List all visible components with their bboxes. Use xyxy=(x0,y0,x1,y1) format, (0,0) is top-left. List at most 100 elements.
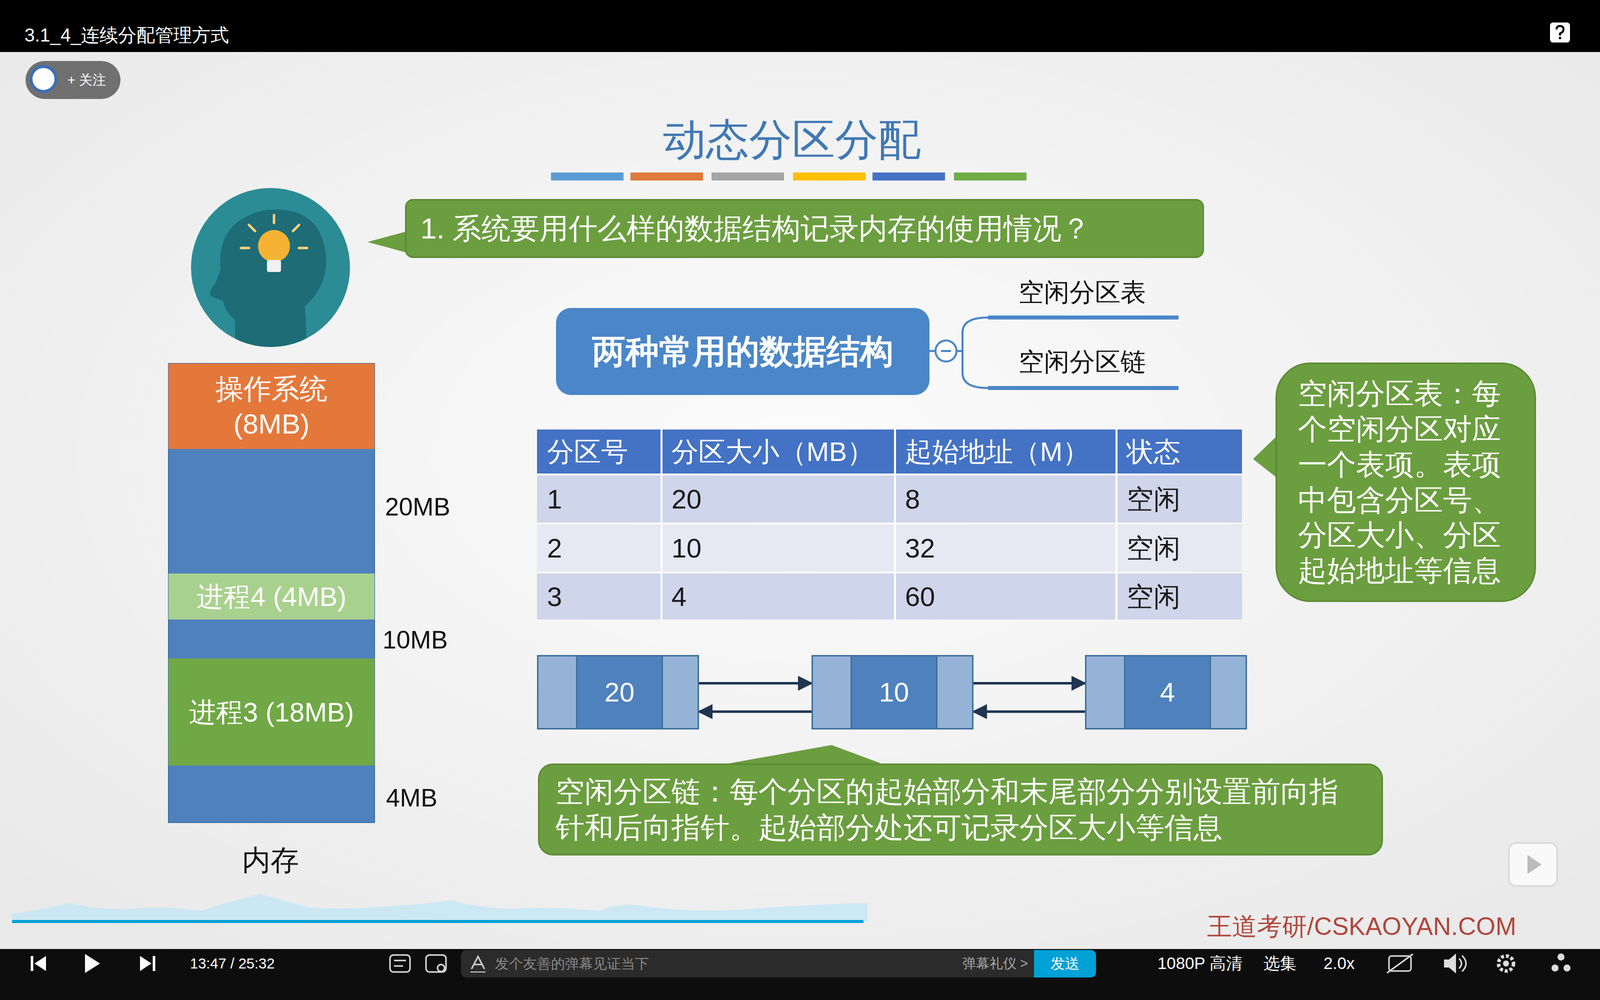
top-bar xyxy=(0,0,1600,52)
process-memory-block: 进程4 (4MB) xyxy=(168,573,375,620)
table-cell: 空闲 xyxy=(1126,532,1181,565)
node-text: 10 xyxy=(879,676,909,709)
table-header-cell: 起始地址（M） xyxy=(905,435,1090,468)
next-bar xyxy=(153,956,156,971)
mindmap-bracket xyxy=(929,315,1179,390)
help-icon-dot xyxy=(1559,37,1562,40)
head-silhouette xyxy=(210,209,326,350)
structure-box: 两种常用的数据结构 xyxy=(556,308,930,395)
thinking-head-icon xyxy=(191,188,350,350)
publisher-mark: 王道考研/CSKAOYAN.COM xyxy=(1207,911,1517,942)
episodes-button: 选集 xyxy=(1263,953,1297,974)
player-controls xyxy=(32,950,1571,978)
bulb-base xyxy=(267,260,281,272)
color-bar xyxy=(551,172,624,181)
bulb xyxy=(258,230,290,262)
ray xyxy=(299,247,307,250)
node-text: 空闲分区表：每 个空闲分区对应 一个表项。表项 中包含分区号、 分区大小、分区 … xyxy=(1298,376,1515,589)
danmaku-input: 发个友善的弹幕见证当下 弹幕礼仪 > xyxy=(461,950,1034,978)
slide-title: 动态分区分配 xyxy=(663,114,921,166)
bracket xyxy=(962,317,988,388)
free-list-node: 4 xyxy=(1085,655,1247,730)
table-cell: 60 xyxy=(905,580,935,613)
title-color-bars xyxy=(551,172,1027,181)
collapse-circle xyxy=(935,340,957,362)
free-partition-table xyxy=(537,429,1242,620)
ray xyxy=(273,215,276,223)
table-header xyxy=(537,429,1242,474)
quality-button: 1080P 高清 xyxy=(1157,953,1243,974)
table-rule xyxy=(1115,429,1118,620)
question-bubble: 1. 系统要用什么样的数据结构记录内存的使用情况？ xyxy=(405,199,1204,258)
node-text: 两种常用的数据结构 xyxy=(592,331,894,372)
free-block xyxy=(168,765,375,823)
play-icon xyxy=(85,954,100,973)
table-header-cell: 分区大小（MB） xyxy=(671,435,874,468)
node-text: 1. 系统要用什么样的数据结构记录内存的使用情况？ xyxy=(420,211,1091,246)
subtitle-off-slash xyxy=(1387,954,1413,973)
danmaku-setting-gear xyxy=(437,964,445,972)
danmaku-icon xyxy=(390,955,410,972)
color-bar xyxy=(954,172,1027,181)
danmaku-icon-line xyxy=(394,960,406,962)
color-bar xyxy=(793,172,866,181)
speed-button: 2.0x xyxy=(1323,953,1355,974)
pointer-arrow xyxy=(699,710,812,713)
danmaku-icon-line xyxy=(394,965,403,967)
table-cell: 20 xyxy=(671,483,702,516)
pointer-arrow xyxy=(973,682,1085,685)
list-callout: 空闲分区链：每个分区的起始部分和末尾部分分别设置前向指 针和后向指针。起始部分处… xyxy=(538,763,1383,856)
avatar-icon xyxy=(29,65,58,93)
node-text: 进程4 (4MB) xyxy=(196,580,347,613)
settings-gear xyxy=(1498,956,1514,971)
color-bar xyxy=(630,172,703,181)
control-bar xyxy=(0,949,1600,1000)
volume-waves xyxy=(1459,955,1466,972)
table-row xyxy=(537,524,1242,572)
help-icon-bg xyxy=(1550,22,1570,43)
collapse-minus xyxy=(941,350,951,352)
table-cell: 2 xyxy=(547,532,562,565)
progress-bar xyxy=(12,920,864,923)
help-icon xyxy=(1550,22,1570,43)
card xyxy=(1509,843,1557,886)
memory-free-blocks xyxy=(168,363,375,823)
heat-waveform xyxy=(12,894,868,922)
memory-outline xyxy=(168,363,375,823)
follow-button: + 关注 xyxy=(25,61,121,99)
table-rule xyxy=(894,429,896,620)
table-cell: 4 xyxy=(671,580,687,613)
process-memory-block: 进程3 (18MB) xyxy=(168,658,375,766)
node-text: 进程3 (18MB) xyxy=(189,696,354,729)
send-button: 发送 xyxy=(1034,950,1096,978)
os-memory-block: 操作系统 (8MB) xyxy=(168,363,375,449)
node-text: 操作系统 (8MB) xyxy=(206,371,337,442)
table-cell: 空闲 xyxy=(1126,483,1181,516)
size-label: 10MB xyxy=(382,625,448,655)
free-block xyxy=(168,449,375,574)
extra-icon-dot xyxy=(1557,953,1565,961)
next-icon xyxy=(140,956,152,971)
node-text: 空闲分区链：每个分区的起始部分和末尾部分分别设置前向指 针和后向指针。起始部分处… xyxy=(555,773,1353,846)
prev-icon xyxy=(34,956,46,971)
prev-bar xyxy=(31,956,34,971)
callout-pointer xyxy=(714,745,888,766)
table-cell: 10 xyxy=(671,532,702,565)
table-header-cell: 状态 xyxy=(1126,435,1181,468)
danmaku-input-field xyxy=(461,950,1041,978)
table-cell: 3 xyxy=(547,580,562,613)
table-row xyxy=(537,475,1242,523)
free-block xyxy=(168,619,375,659)
extra-icon-dot xyxy=(1551,964,1559,972)
node-text: 弹幕礼仪 > xyxy=(962,955,1028,972)
color-bar xyxy=(872,172,945,181)
slide-background xyxy=(0,52,1600,949)
pointer-arrow xyxy=(973,710,1085,713)
table-cell: 空闲 xyxy=(1126,580,1181,613)
volume-icon xyxy=(1444,953,1456,974)
branch-underline xyxy=(988,386,1179,390)
table-cell: 1 xyxy=(547,483,562,516)
ray xyxy=(293,225,299,231)
node-text: 发个友善的弹幕见证当下 xyxy=(495,955,649,973)
